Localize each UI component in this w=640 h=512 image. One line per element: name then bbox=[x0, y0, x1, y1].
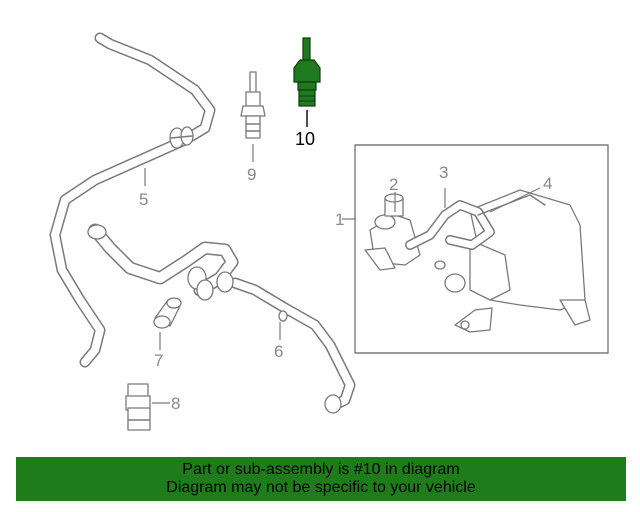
part-1-canister[interactable] bbox=[364, 189, 591, 333]
callout-8: 8 bbox=[171, 394, 180, 413]
callout-9: 9 bbox=[247, 165, 256, 184]
callout-10: 10 bbox=[295, 129, 315, 149]
part-2-valve[interactable] bbox=[384, 193, 404, 217]
part-8-clip[interactable] bbox=[125, 383, 151, 431]
callout-1: 1 bbox=[335, 210, 344, 229]
assembly-inset-box bbox=[354, 144, 609, 354]
part-7-connector[interactable] bbox=[153, 297, 182, 329]
part-5-hose[interactable] bbox=[49, 32, 216, 368]
callout-6: 6 bbox=[274, 342, 283, 361]
callout-5: 5 bbox=[139, 190, 148, 209]
callout-7: 7 bbox=[154, 351, 163, 370]
part-9-fitting[interactable] bbox=[240, 71, 266, 139]
callout-2: 2 bbox=[389, 175, 398, 194]
callout-3: 3 bbox=[439, 163, 448, 182]
info-banner: Part or sub-assembly is #10 in diagram D… bbox=[16, 457, 626, 501]
leader-4 bbox=[489, 187, 541, 213]
part-3-hose[interactable] bbox=[405, 200, 495, 250]
part-4-pipe[interactable] bbox=[477, 194, 546, 216]
part-6-hose[interactable] bbox=[87, 223, 356, 414]
part-10-fitting[interactable] bbox=[293, 37, 321, 107]
banner-line-2: Diagram may not be specific to your vehi… bbox=[166, 479, 476, 496]
callout-4: 4 bbox=[543, 174, 552, 193]
banner-line-1: Part or sub-assembly is #10 in diagram bbox=[182, 461, 460, 478]
